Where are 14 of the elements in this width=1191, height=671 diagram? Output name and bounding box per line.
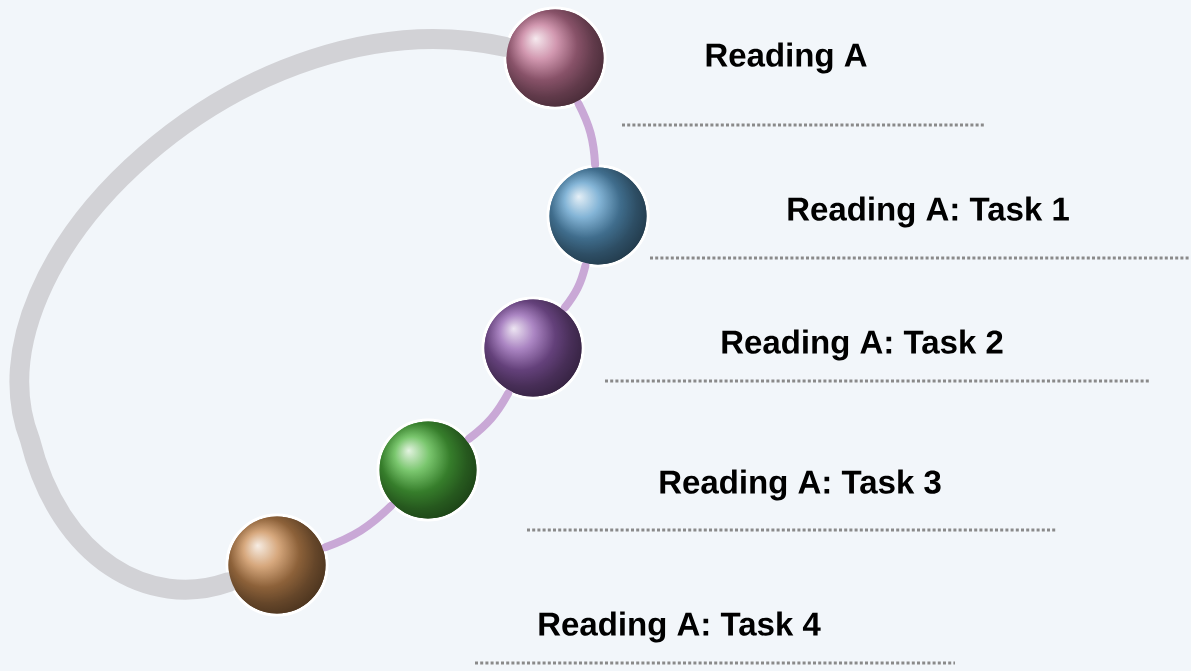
item-label: Reading A: Task 3 — [660, 469, 941, 501]
connector-line — [465, 389, 513, 443]
connector-line — [574, 99, 600, 169]
item-label: Reading A: Task 4 — [539, 611, 821, 643]
item-label: Reading A: Task 1 — [788, 196, 1069, 228]
ball-icon — [376, 418, 480, 522]
ball-icon — [481, 296, 585, 400]
ball-icon — [225, 513, 329, 617]
ball-icon — [546, 164, 650, 268]
item-label: Reading A — [706, 42, 867, 74]
ball-icon — [503, 6, 607, 110]
connector-line — [560, 261, 590, 312]
item-label: Reading A: Task 2 — [722, 329, 1003, 361]
connector-line — [321, 501, 396, 552]
